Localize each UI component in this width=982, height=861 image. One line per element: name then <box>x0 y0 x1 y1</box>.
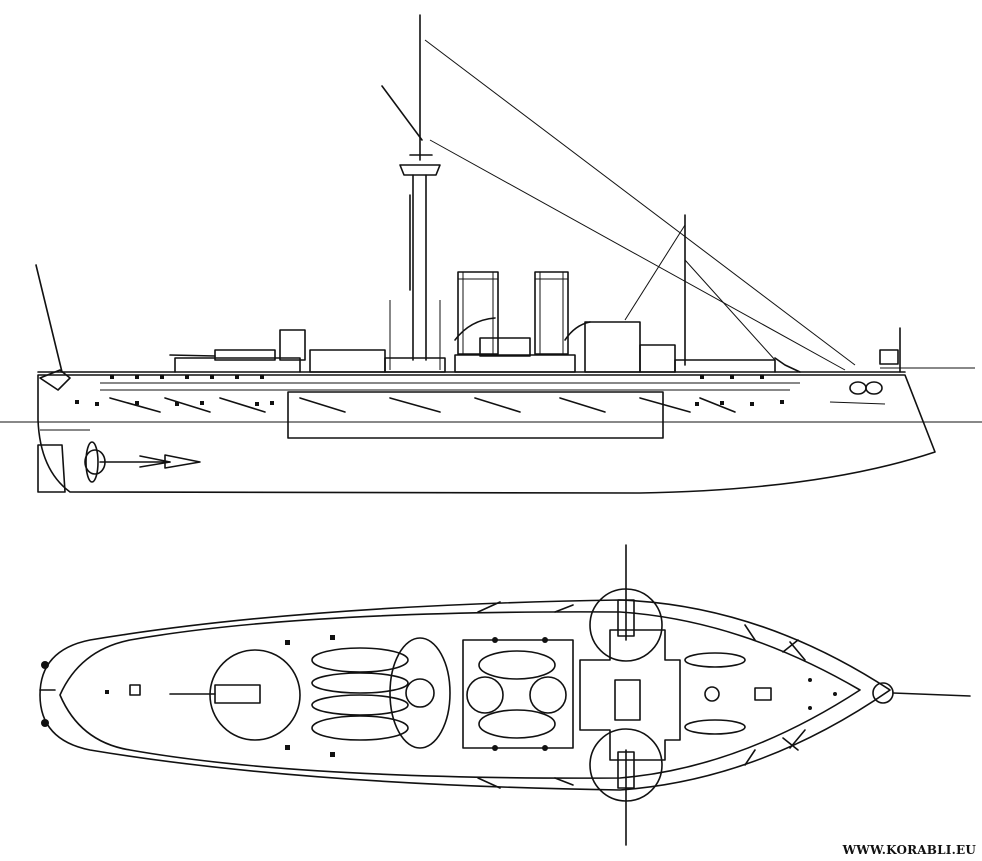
anchor-port-icon <box>782 639 806 661</box>
funnels <box>454 271 591 355</box>
fore-sponsons <box>589 544 663 846</box>
main-mast <box>381 14 441 361</box>
anchor-stbd-icon <box>782 729 806 751</box>
plan-deck-edge <box>59 611 861 779</box>
plan-hull-outer <box>39 599 891 791</box>
ship-side-profile-icon <box>0 14 982 494</box>
plan-booms <box>477 601 756 789</box>
deck-fittings <box>105 635 837 757</box>
superstructure <box>169 321 801 373</box>
armour-belt <box>287 391 664 439</box>
rigging <box>389 39 856 371</box>
hawse-pipes <box>829 381 886 405</box>
portholes <box>75 375 784 406</box>
stern-gallery <box>39 369 71 391</box>
bow-jack <box>872 682 894 704</box>
ensign-staff <box>35 264 63 373</box>
boats <box>311 637 451 749</box>
plan-funnels <box>462 639 574 749</box>
watermark: WWW.KORABLI.EU <box>842 843 976 857</box>
hull-outline <box>37 374 936 494</box>
aft-gun-barrel <box>169 354 216 357</box>
fore-bridge <box>579 629 681 761</box>
net-booms <box>109 397 736 413</box>
aft-turret <box>209 649 301 741</box>
rudder-propeller-icon <box>37 429 201 493</box>
